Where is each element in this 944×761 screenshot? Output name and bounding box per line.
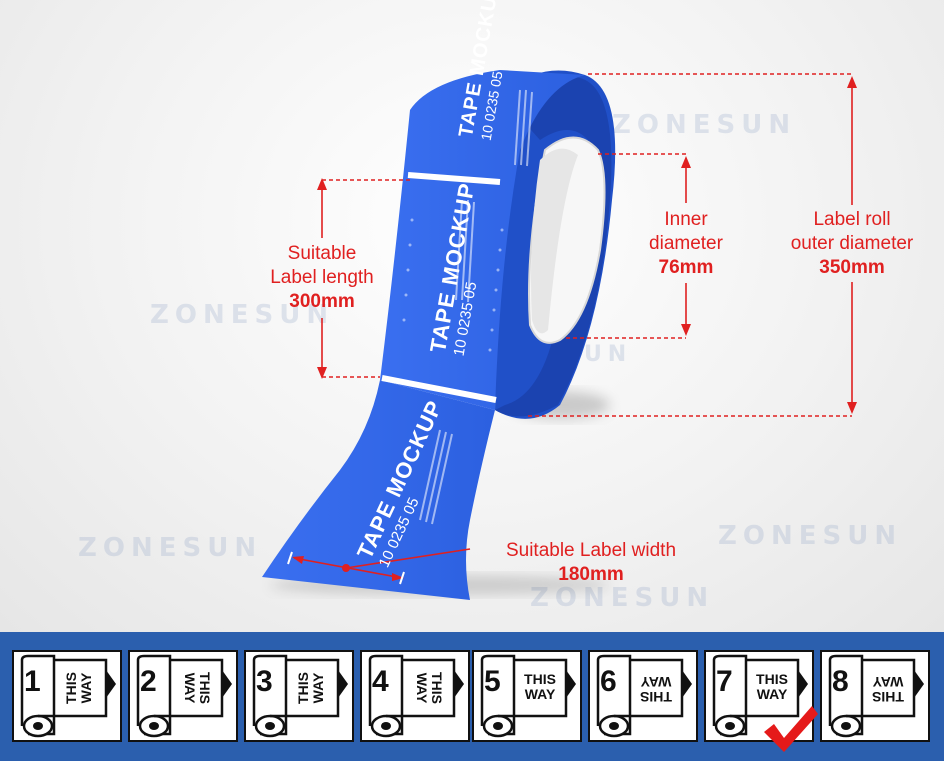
this-way-line2: WAY bbox=[310, 672, 326, 704]
this-way-line2: WAY bbox=[524, 686, 556, 702]
watermark: ZONESUN bbox=[78, 533, 263, 563]
label-width-value: 180mm bbox=[558, 564, 624, 585]
this-way-line1: THIS bbox=[756, 671, 788, 687]
label-width-annotation: Suitable Label width 180mm bbox=[485, 539, 697, 587]
product-image: ZONESUN ZONESUN ZONESUN ZONESUN ZONESUN … bbox=[0, 0, 944, 632]
this-way-line2: WAY bbox=[414, 672, 430, 704]
tape-roll-illustration bbox=[262, 70, 857, 600]
watermark: ZONESUN bbox=[718, 521, 903, 551]
inner-diameter-annotation: Inner diameter 76mm bbox=[630, 208, 742, 280]
outer-diameter-value: 350mm bbox=[819, 257, 885, 278]
direction-number: 7 bbox=[716, 665, 733, 698]
roll-icon bbox=[596, 654, 692, 738]
watermark: ZONESUN bbox=[612, 110, 797, 140]
label-length-line1: Suitable bbox=[287, 243, 357, 264]
this-way-line1: THIS bbox=[640, 689, 672, 705]
checkmark-icon bbox=[764, 706, 818, 752]
this-way-line2: WAY bbox=[872, 674, 904, 690]
label-length-annotation: Suitable Label length 300mm bbox=[252, 242, 392, 314]
outer-diameter-line2: outer diameter bbox=[790, 233, 914, 254]
roll-icon bbox=[136, 654, 232, 738]
outer-diameter-line1: Label roll bbox=[813, 209, 891, 230]
this-way-line1: THIS bbox=[524, 671, 556, 687]
direction-number: 1 bbox=[24, 665, 41, 698]
direction-number: 5 bbox=[484, 665, 501, 698]
inner-diameter-line2: diameter bbox=[649, 233, 723, 254]
label-length-line2: Label length bbox=[270, 267, 374, 288]
label-length-value: 300mm bbox=[289, 291, 355, 312]
this-way-line1: THIS bbox=[295, 672, 311, 704]
roll-icon bbox=[368, 654, 464, 738]
this-way-line1: THIS bbox=[63, 672, 79, 704]
this-way-line2: WAY bbox=[756, 686, 788, 702]
direction-number: 8 bbox=[832, 665, 849, 698]
this-way-line2: WAY bbox=[78, 672, 94, 704]
this-way-line2: WAY bbox=[182, 672, 198, 704]
direction-number: 6 bbox=[600, 665, 617, 698]
label-width-line1: Suitable Label width bbox=[505, 540, 677, 561]
this-way-line1: THIS bbox=[429, 672, 445, 704]
roll-icon bbox=[712, 654, 808, 738]
direction-number: 3 bbox=[256, 665, 273, 698]
watermark: ZONESUN bbox=[150, 300, 335, 330]
roll-icon bbox=[828, 654, 924, 738]
outer-diameter-annotation: Label roll outer diameter 350mm bbox=[772, 208, 932, 280]
this-way-line2: WAY bbox=[640, 674, 672, 690]
roll-icon bbox=[480, 654, 576, 738]
inner-diameter-line1: Inner bbox=[664, 209, 708, 230]
this-way-line1: THIS bbox=[872, 689, 904, 705]
this-way-line1: THIS bbox=[197, 672, 213, 704]
inner-diameter-value: 76mm bbox=[658, 257, 714, 278]
direction-number: 2 bbox=[140, 665, 157, 698]
direction-number: 4 bbox=[372, 665, 389, 698]
roll-icon bbox=[252, 654, 348, 738]
roll-icon bbox=[20, 654, 116, 738]
